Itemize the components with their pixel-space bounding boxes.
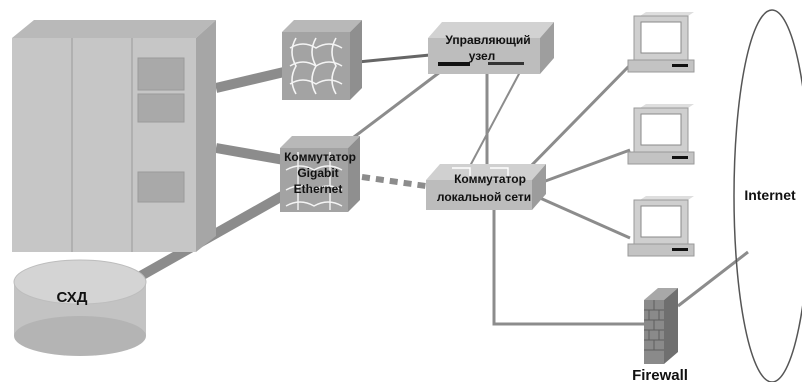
lan-switch-label-line2: локальной сети	[437, 190, 531, 204]
disk-storage-icon	[13, 259, 147, 356]
lan-switch-label-line1: Коммутатор	[454, 172, 526, 186]
gigabit-switch-label-line2: Gigabit	[297, 166, 338, 180]
link-fcswitch-control	[357, 53, 431, 64]
server-rack-icon	[12, 20, 216, 252]
management-node-icon	[428, 22, 554, 74]
computer-icon	[627, 196, 695, 257]
network-switch-icon	[280, 136, 360, 212]
link-lan-pc2	[539, 148, 631, 185]
link-server-fcswitch	[214, 67, 286, 93]
link-gigabit-control	[349, 70, 441, 142]
link-lan-firewall	[492, 205, 645, 326]
link-control-lan-right	[469, 71, 521, 167]
cloud-ellipse-icon	[733, 9, 802, 382]
link-gigabit-lan-dashed	[361, 174, 427, 189]
fabric-switch-icon	[282, 20, 362, 100]
storage-label: СХД	[57, 289, 88, 306]
firewall-label: Firewall	[632, 367, 688, 382]
link-lan-pc1	[523, 63, 632, 174]
link-lan-pc3	[539, 196, 631, 240]
gigabit-switch-label-line1: Коммутатор	[284, 150, 356, 164]
internet-label: Internet	[744, 187, 796, 203]
network-switch-icon	[426, 164, 546, 210]
gigabit-switch-label-line3: Ethernet	[294, 182, 343, 196]
computer-icon	[627, 104, 695, 165]
computer-icon	[627, 12, 695, 73]
control-node-label-line1: Управляющий	[445, 33, 530, 47]
control-node-label-line2: узел	[469, 49, 496, 63]
link-server-gigabit	[215, 143, 285, 165]
firewall-icon	[644, 288, 678, 364]
